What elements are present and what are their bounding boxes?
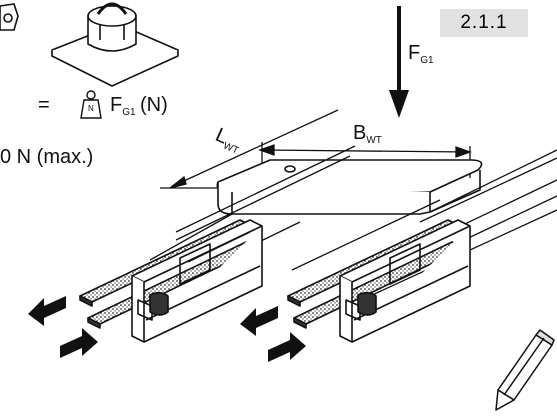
force-label-sub: G1 bbox=[420, 55, 434, 66]
width-label-main: B bbox=[353, 122, 367, 144]
equation-force: FG1 (N) bbox=[110, 94, 168, 118]
width-label: BWT bbox=[353, 122, 382, 146]
right-direction-arrows bbox=[240, 306, 306, 362]
left-direction-arrows bbox=[28, 296, 98, 358]
length-dimension-arrow bbox=[160, 109, 339, 189]
equation: = bbox=[38, 94, 50, 117]
width-label-sub: WT bbox=[366, 135, 382, 146]
force-label-main: F bbox=[408, 42, 421, 64]
section-number: 2.1.1 bbox=[440, 9, 528, 37]
weight-icon bbox=[80, 90, 102, 119]
equation-force-main: F bbox=[110, 94, 123, 116]
equation-unit: (N) bbox=[140, 94, 168, 116]
workpiece-carrier-plate bbox=[216, 159, 483, 215]
equation-force-sub: G1 bbox=[122, 107, 136, 118]
width-dimension-arrow bbox=[258, 142, 472, 178]
force-arrow bbox=[389, 6, 409, 118]
max-load-text: 0 N (max.) bbox=[0, 146, 94, 168]
left-conveyor-section bbox=[79, 219, 263, 343]
force-label: FG1 bbox=[408, 42, 434, 66]
equation-equals: = bbox=[38, 94, 50, 116]
partial-device-icon bbox=[0, 3, 19, 31]
weight-on-platform-icon bbox=[51, 2, 179, 87]
right-conveyor-section bbox=[287, 219, 471, 343]
weight-symbol: N bbox=[88, 104, 94, 113]
pencil-icon bbox=[495, 329, 555, 411]
